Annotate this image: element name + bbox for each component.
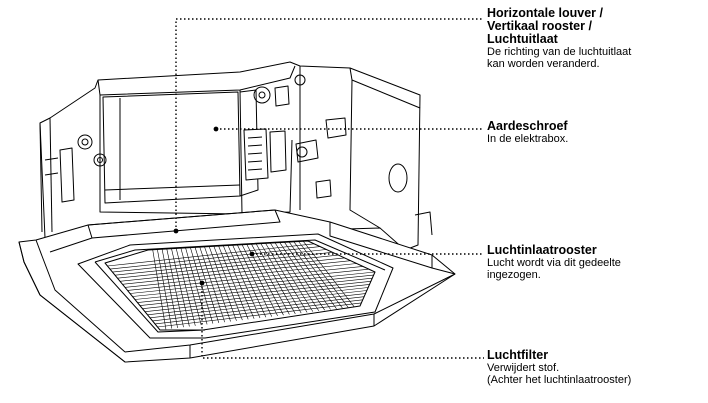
leader-dots	[173, 126, 255, 286]
leader-lines	[175, 18, 484, 359]
callout-louver-desc-1: De richting van de luchtuitlaat	[487, 46, 632, 58]
callout-inlet-grille-title: Luchtinlaatrooster	[487, 243, 597, 257]
callout-earth-screw: Aardeschroef In de elektrabox.	[487, 119, 569, 146]
callout-earth-screw-title: Aardeschroef	[487, 119, 568, 133]
side-panel-right	[315, 117, 433, 236]
leader-dot-louver	[173, 228, 179, 234]
callout-louver-title-3: Luchtuitlaat	[487, 32, 558, 46]
pipe-connections	[44, 74, 306, 203]
callout-louver-desc-2: kan worden veranderd.	[487, 58, 600, 70]
leader-dot-earth-screw	[213, 126, 219, 132]
callout-louver-title-1: Horizontale louver /	[487, 6, 603, 20]
callout-air-filter-desc-1: Verwijdert stof.	[487, 362, 560, 374]
callout-louver-title-2: Vertikaal rooster /	[487, 19, 592, 33]
leader-dot-filter	[199, 280, 205, 286]
callout-inlet-grille-desc-1: Lucht wordt via dit gedeelte	[487, 257, 621, 269]
callout-inlet-grille-desc-2: ingezogen.	[487, 269, 541, 281]
callout-air-filter-title: Luchtfilter	[487, 348, 549, 362]
leader-line-filter	[201, 283, 484, 359]
leader-dot-inlet-grille	[249, 251, 255, 257]
callout-earth-screw-desc: In de elektrabox.	[487, 133, 569, 145]
terminal-block	[243, 128, 319, 181]
electrical-box	[102, 89, 259, 204]
callout-inlet-grille: Luchtinlaatrooster Lucht wordt via dit g…	[487, 243, 621, 282]
leader-line-louver	[175, 18, 484, 231]
inner-frame	[77, 233, 394, 339]
air-inlet-grille	[104, 240, 376, 331]
callout-air-filter: Luchtfilter Verwijdert stof. (Achter het…	[487, 348, 632, 387]
callout-louver: Horizontale louver / Vertikaal rooster /…	[487, 6, 632, 71]
callout-air-filter-desc-2: (Achter het luchtinlaatrooster)	[487, 374, 632, 386]
